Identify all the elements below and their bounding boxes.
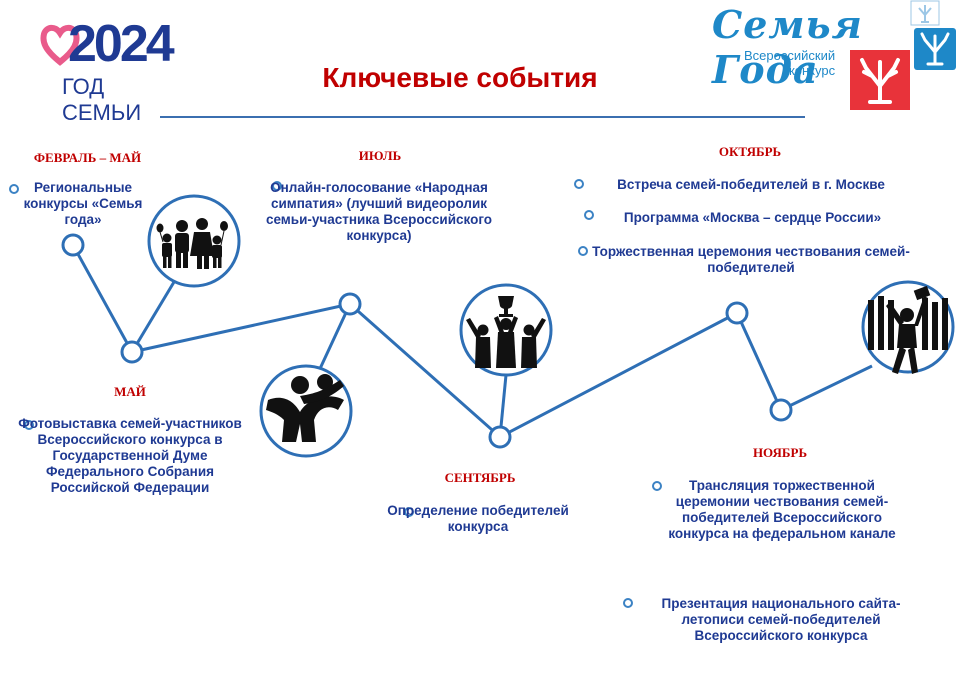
event-november-2: Презентация национального сайта-летописи…: [661, 596, 901, 643]
celebrating-crowd-icon: [861, 280, 955, 374]
event-july-1: Онлайн-голосование «Народная симпатия» (…: [265, 180, 493, 243]
hugging-family-icon: [259, 364, 353, 458]
event-october-3: Торжественная церемония чествования семе…: [592, 244, 910, 275]
month-feb-may: ФЕВРАЛЬ – МАЙ: [33, 150, 142, 165]
bullet-icon: [24, 420, 34, 430]
heart-icon: [40, 24, 80, 66]
connector-family: [130, 271, 182, 353]
bullet-icon: [574, 179, 584, 189]
logo-year: 2024: [68, 15, 175, 73]
bullet-icon: [652, 481, 662, 491]
brand-subtitle: Всероссийский конкурс: [744, 48, 835, 78]
node-september: [488, 425, 512, 449]
event-october-1: Встреча семей-победителей в г. Москве: [617, 177, 885, 192]
family-icon: [147, 194, 241, 288]
month-november: НОЯБРЬ: [752, 445, 808, 460]
brand-line-2: конкурс: [788, 63, 836, 78]
title-underline: [160, 116, 805, 118]
brand-line-1: Всероссийский: [744, 48, 836, 63]
bullet-icon: [404, 507, 414, 517]
logo-subtitle: ГОД СЕМЬИ: [62, 74, 142, 125]
connector-crowd: [780, 364, 873, 412]
month-october: ОКТЯБРЬ: [718, 144, 782, 159]
event-feb-may-1: Региональные конкурсы «Семья года»: [23, 180, 143, 227]
timeline-path: [71, 244, 783, 439]
bullet-icon: [9, 184, 19, 194]
month-september: СЕНТЯБРЬ: [444, 470, 516, 485]
bullet-icon: [272, 181, 282, 191]
bullet-icon: [578, 246, 588, 256]
node-may: [120, 340, 144, 364]
month-may: МАЙ: [114, 384, 146, 399]
brand-title: Семья Года: [712, 2, 863, 92]
node-july: [338, 292, 362, 316]
small-tree-icon: [910, 0, 940, 26]
bullet-icon: [623, 598, 633, 608]
page-title: Ключевые события: [322, 62, 598, 93]
connector-hug: [316, 303, 352, 374]
node-october: [725, 301, 749, 325]
tree-hands-icon: [914, 28, 956, 70]
event-september-1: Определение победителей конкурса: [387, 503, 569, 534]
event-may-1: Фотовыставка семей-участников Всероссийс…: [18, 416, 242, 495]
event-october-2: Программа «Москва – сердце России»: [623, 210, 882, 225]
red-tree-badge-icon: [850, 50, 910, 110]
month-july: ИЮЛЬ: [358, 148, 402, 163]
event-november-1: Трансляция торжественной церемонии честв…: [668, 478, 896, 541]
bullet-icon: [584, 210, 594, 220]
year-of-family-logo: 2024 ГОД СЕМЬИ: [40, 12, 175, 125]
node-feb-may: [61, 233, 85, 257]
trophy-celebration-icon: [459, 283, 553, 377]
node-november: [769, 398, 793, 422]
